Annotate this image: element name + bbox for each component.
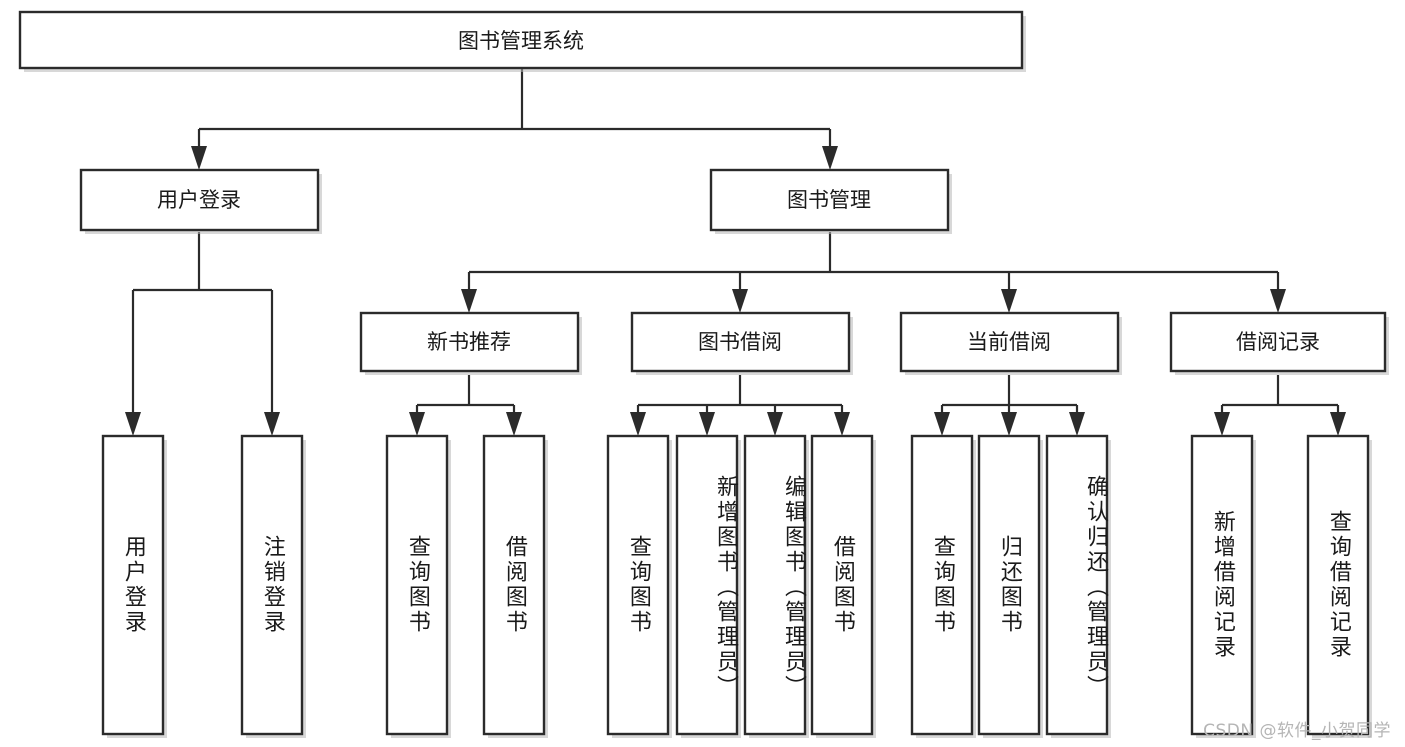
arrow-leaf-user-login: [125, 412, 141, 436]
arrow-leaf-confirm-return: [1069, 412, 1085, 436]
arrow-leaf-borrow-book-1: [506, 412, 522, 436]
leaf-confirm-return-box[interactable]: [1045, 434, 1109, 736]
leaf-query-book-2-box[interactable]: [606, 434, 670, 736]
book-management-label: 图书管理: [787, 188, 871, 212]
arrow-leaf-query-record: [1330, 412, 1346, 436]
node-root[interactable]: 图书管理系统: [18, 10, 1026, 72]
leaf-edit-book-box[interactable]: [743, 434, 807, 736]
current-borrow-box: [899, 311, 1120, 373]
leaf-query-book-1-box[interactable]: [385, 434, 449, 736]
new-book-recommend-label: 新书推荐: [427, 330, 511, 354]
node-new-book-recommend[interactable]: 新书推荐: [359, 311, 582, 375]
user-login-box: [79, 168, 320, 232]
arrow-leaf-borrow-book-2: [834, 412, 850, 436]
leaf-user-login-box[interactable]: [101, 434, 165, 736]
leaf-borrow-book-1-box[interactable]: [482, 434, 546, 736]
leaf-boxes: [101, 434, 1372, 738]
leaf-borrow-book-2-box[interactable]: [810, 434, 874, 736]
arrow-leaf-add-record: [1214, 412, 1230, 436]
arrow-leaf-logout: [264, 412, 280, 436]
csdn-watermark: CSDN @软件_小贺同学: [1203, 721, 1391, 741]
book-borrow-label: 图书借阅: [698, 330, 782, 354]
node-book-borrow[interactable]: 图书借阅: [630, 311, 853, 375]
borrow-record-label: 借阅记录: [1236, 330, 1320, 354]
arrow-leaf-query-book-2: [630, 412, 646, 436]
leaf-query-book-3-box[interactable]: [910, 434, 974, 736]
current-borrow-label: 当前借阅: [967, 330, 1051, 354]
leaf-return-book-box[interactable]: [977, 434, 1041, 736]
leaf-logout-box[interactable]: [240, 434, 304, 736]
borrow-record-box: [1169, 311, 1387, 373]
arrow-book-management: [822, 146, 838, 170]
leaf-add-record-box[interactable]: [1190, 434, 1254, 736]
leaf-query-record-box[interactable]: [1306, 434, 1370, 736]
arrow-leaf-query-book-3: [934, 412, 950, 436]
leaf-add-book-box[interactable]: [675, 434, 739, 736]
arrow-borrow-record: [1270, 289, 1286, 313]
node-current-borrow[interactable]: 当前借阅: [899, 311, 1122, 375]
arrow-leaf-query-book-1: [409, 412, 425, 436]
node-user-login[interactable]: 用户登录: [79, 168, 322, 234]
root-box: [18, 10, 1024, 70]
node-borrow-record[interactable]: 借阅记录: [1169, 311, 1389, 375]
arrow-leaf-add-book: [699, 412, 715, 436]
arrow-new-book-recommend: [461, 289, 477, 313]
arrow-book-borrow: [732, 289, 748, 313]
new-book-recommend-box: [359, 311, 580, 373]
root-label: 图书管理系统: [458, 29, 584, 53]
node-book-management[interactable]: 图书管理: [709, 168, 952, 234]
arrow-leaf-return-book: [1001, 412, 1017, 436]
arrow-user-login: [191, 146, 207, 170]
user-login-label: 用户登录: [157, 188, 241, 212]
edge-group: [125, 68, 1346, 436]
book-borrow-box: [630, 311, 851, 373]
arrow-current-borrow: [1001, 289, 1017, 313]
book-management-box: [709, 168, 950, 232]
arrow-leaf-edit-book: [767, 412, 783, 436]
